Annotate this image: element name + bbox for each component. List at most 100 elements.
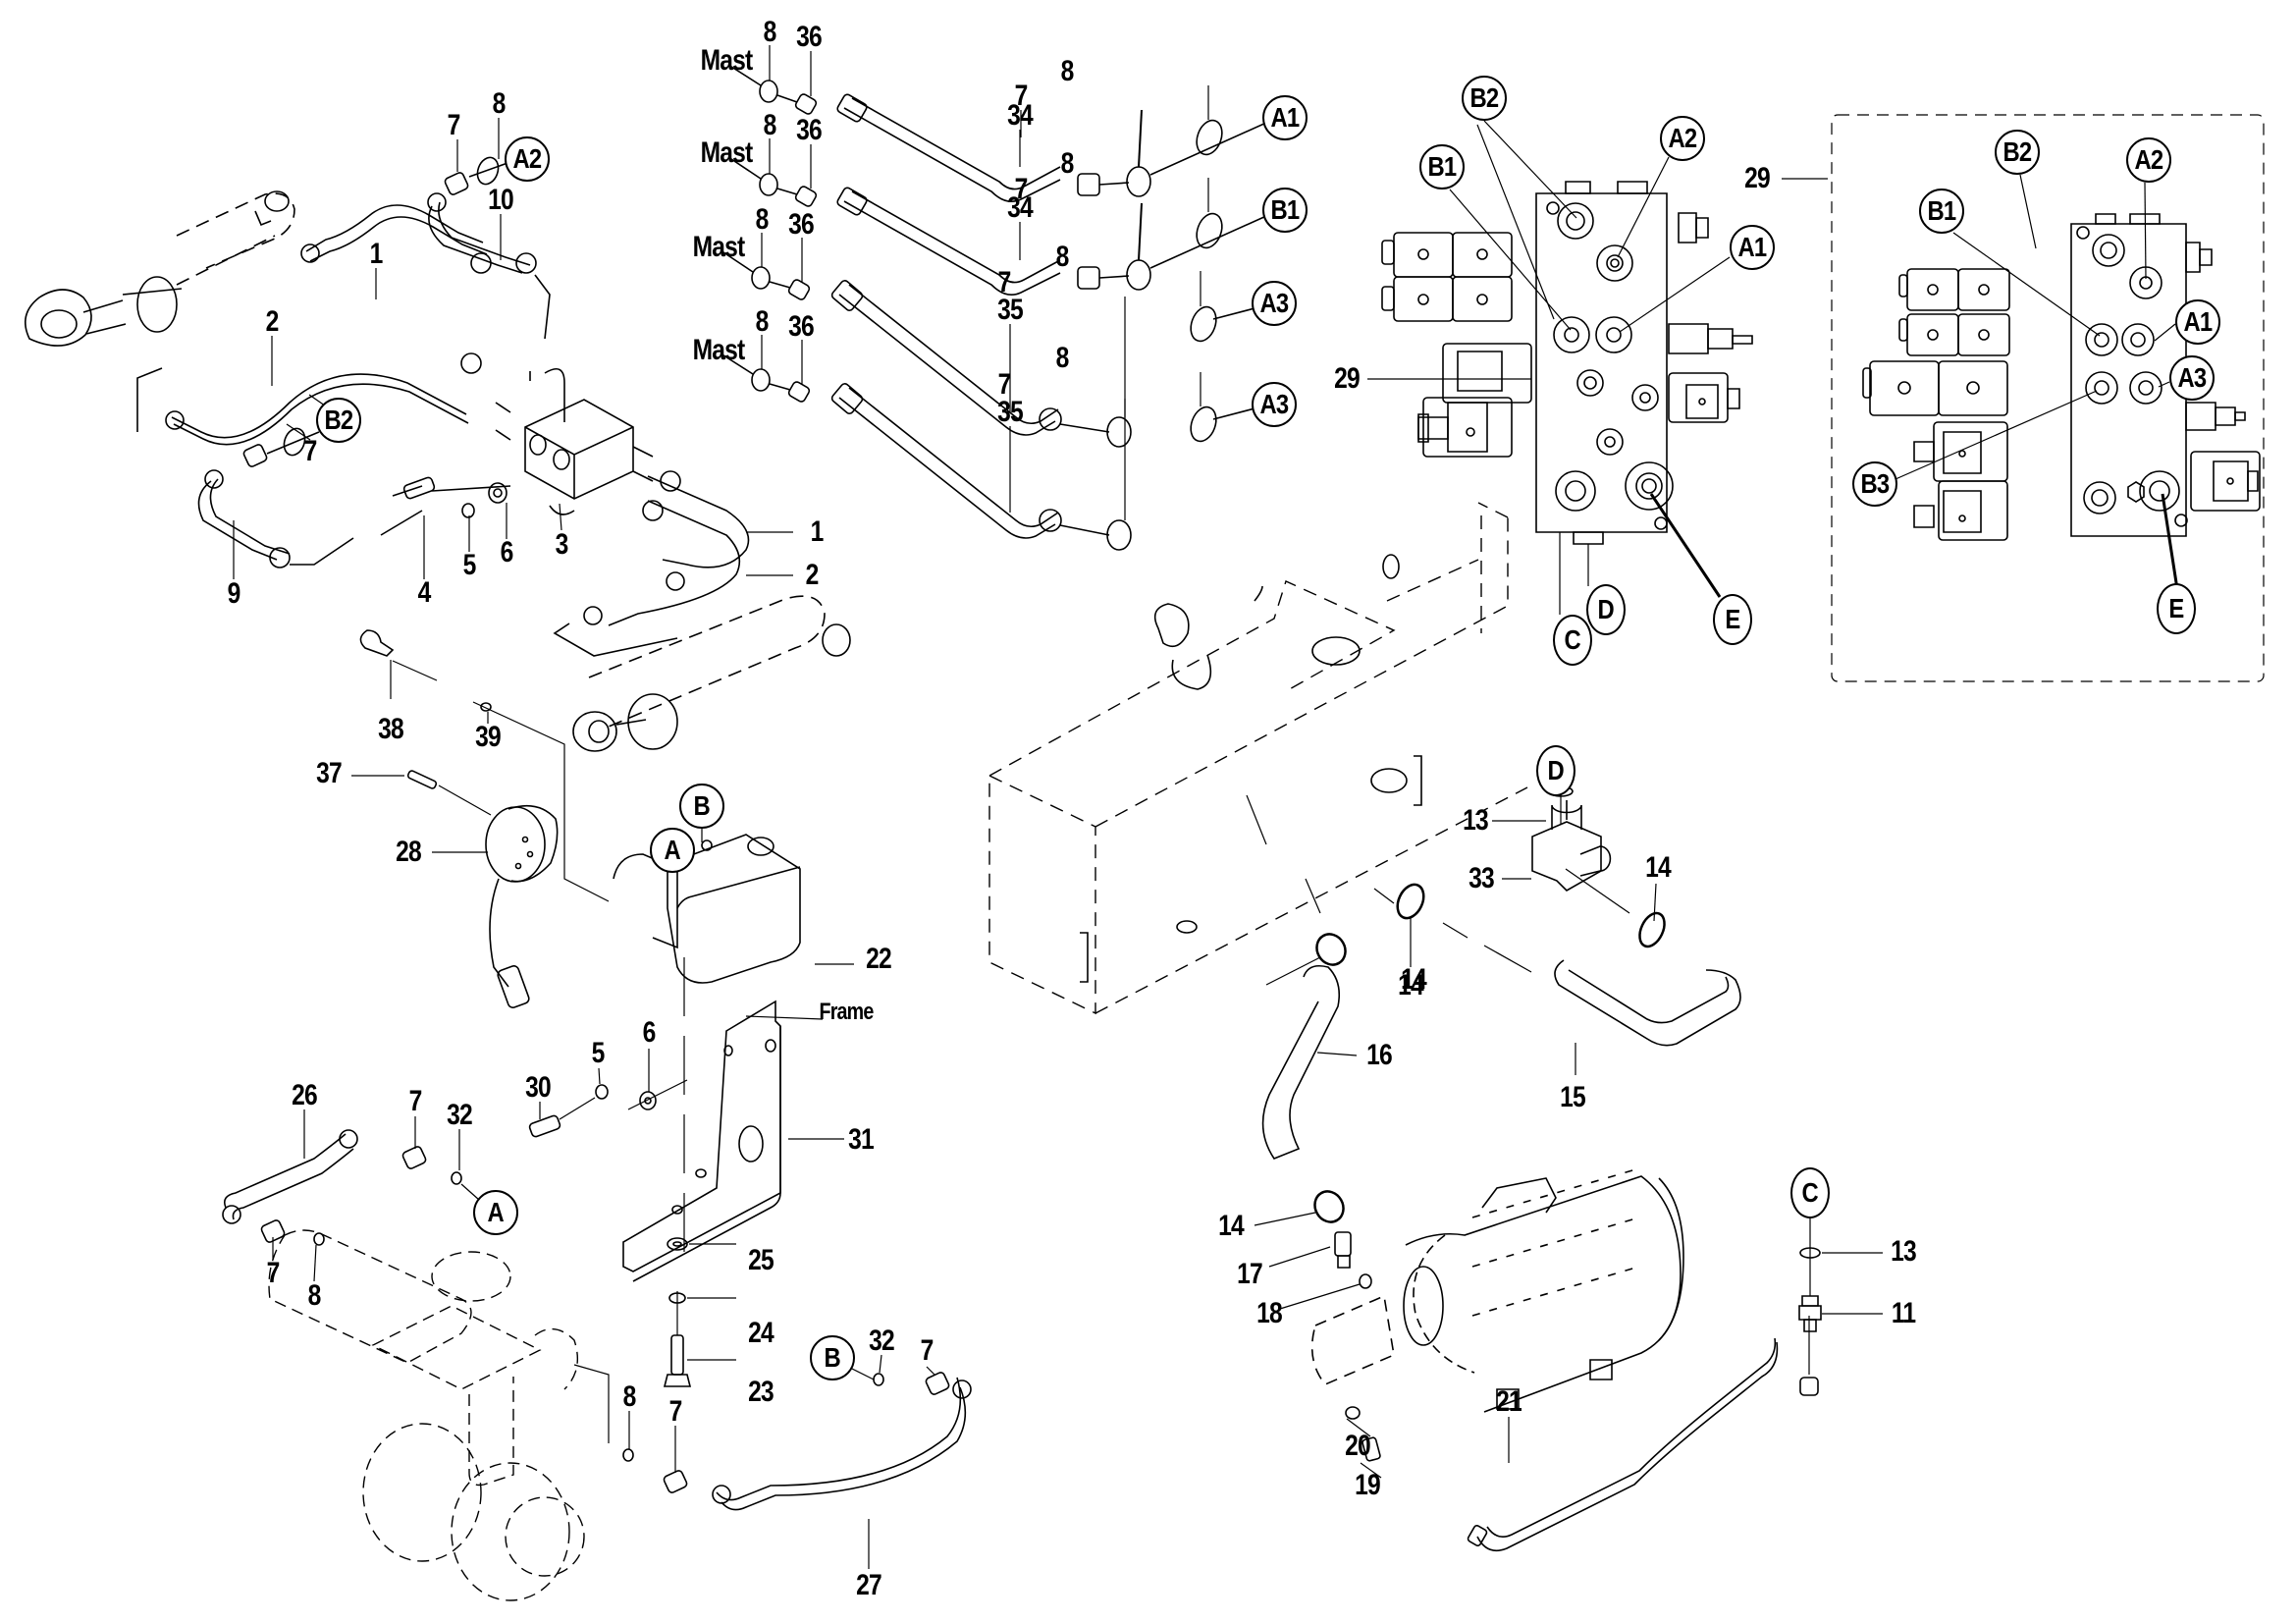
port-marker-text: D	[1597, 594, 1615, 624]
leader-lines-mast	[234, 45, 1828, 579]
part-number-callout: 4	[417, 576, 432, 609]
part-number-callout: 7	[266, 1257, 281, 1289]
part-number-callout: 14	[1645, 851, 1672, 884]
part-number-callout: 8	[622, 1380, 637, 1413]
port-marker-text: A1	[1737, 232, 1768, 262]
port-marker-text: E	[2168, 593, 2184, 623]
valve-block-29-main	[1382, 121, 1752, 615]
part-number-callout: 15	[1560, 1081, 1586, 1113]
port-marker-text: B3	[1860, 468, 1891, 499]
tilt-cylinder-right	[573, 596, 850, 751]
part-number-callout: 8	[492, 87, 507, 120]
part-number-callout: 35	[997, 396, 1024, 428]
part-number-callout: 33	[1468, 862, 1495, 894]
port-marker-text: B2	[1469, 82, 1500, 113]
part-number-callout: 32	[447, 1099, 473, 1131]
hose-9	[199, 470, 354, 568]
port-marker-c: C	[1553, 615, 1592, 666]
part-number-callout: 19	[1355, 1469, 1381, 1501]
sensor-28	[432, 806, 558, 1009]
fitting-7-top	[444, 154, 510, 195]
location-label: Frame	[819, 999, 875, 1025]
bracket-31	[623, 957, 844, 1281]
mast-hose-row-4	[721, 353, 1131, 550]
port-marker-d: D	[1586, 584, 1626, 635]
port-marker-text: A2	[512, 143, 543, 174]
mast-hose-row-2	[728, 157, 1266, 295]
port-marker-text: D	[1547, 755, 1565, 785]
part-number-callout: 2	[265, 305, 280, 338]
port-marker-text: B1	[1270, 194, 1301, 225]
part-number-callout: 34	[1007, 191, 1034, 224]
screws-37-38-39	[351, 630, 609, 901]
manifold-block-3	[496, 369, 653, 514]
hoses-1-2-right	[555, 471, 749, 656]
part-number-callout: 6	[500, 536, 514, 568]
part-number-callout: 27	[856, 1569, 882, 1601]
port-marker-b1: B1	[1919, 189, 1964, 234]
part-number-callout: 23	[748, 1376, 774, 1408]
part-number-callout: 26	[292, 1079, 318, 1111]
part-number-callout: 29	[1334, 362, 1361, 395]
leader-lines-valve-main	[1450, 121, 1730, 332]
tilt-cylinder-left	[26, 191, 294, 346]
port-marker-a2: A2	[2126, 137, 2171, 183]
part-number-callout: 8	[763, 16, 777, 48]
part-number-callout: 5	[462, 549, 477, 581]
port-marker-text: B1	[1427, 151, 1458, 182]
port-marker-d: D	[1536, 745, 1575, 796]
part-number-callout: 7	[447, 109, 461, 141]
location-label: Mast	[692, 334, 746, 366]
port-marker-text: A	[487, 1197, 505, 1227]
port-marker-text: E	[1725, 604, 1740, 634]
port-marker-text: B2	[324, 405, 354, 435]
part-number-callout: 8	[1060, 147, 1075, 180]
part-number-callout: 18	[1256, 1297, 1283, 1329]
part-number-callout: 1	[810, 515, 825, 548]
port-marker-text: A1	[1270, 102, 1301, 133]
part-number-callout: 29	[1744, 162, 1771, 194]
mast-hose-row-1	[728, 65, 1266, 201]
part-number-callout: 36	[788, 310, 815, 343]
part-number-callout: 38	[378, 713, 404, 745]
fitting-11-washer-13	[1799, 1217, 1883, 1331]
part-number-callout: 8	[307, 1279, 322, 1312]
hose-27	[574, 1355, 971, 1569]
port-marker-text: B2	[2002, 136, 2033, 167]
part-number-callout: 8	[755, 203, 770, 236]
mast-hose-row-3	[721, 250, 1131, 447]
port-marker-e: E	[2157, 583, 2196, 634]
port-marker-text: C	[1801, 1177, 1819, 1208]
hose-2	[137, 353, 481, 445]
part-number-callout: 28	[396, 836, 422, 868]
bolt-30-washers	[529, 1049, 687, 1138]
port-marker-text: A3	[1259, 288, 1290, 318]
hydraulic-tank	[989, 503, 1527, 1013]
part-number-callout: 8	[1055, 241, 1070, 273]
tank-fittings	[1080, 555, 1421, 982]
hose-1	[301, 205, 491, 273]
port-marker-a3: A3	[1252, 281, 1297, 326]
port-marker-text: A	[664, 835, 681, 865]
hose-clamps-14	[1309, 881, 1670, 1227]
port-marker-text: B	[824, 1342, 841, 1373]
part-number-callout: 36	[796, 21, 823, 53]
port-marker-text: A3	[1259, 389, 1290, 419]
part-number-callout: 1	[369, 238, 384, 270]
port-marker-a: A	[473, 1190, 518, 1235]
port-marker-text: A2	[1668, 123, 1698, 153]
part-number-callout: 35	[997, 294, 1024, 326]
part-number-callout: 14	[1401, 963, 1427, 996]
part-number-callout: 6	[642, 1016, 657, 1049]
port-marker-b2: B2	[1462, 76, 1507, 121]
port-marker-b1: B1	[1419, 144, 1465, 189]
part-number-callout: 14	[1398, 969, 1424, 1001]
port-marker-e: E	[1713, 594, 1752, 645]
location-label: Mast	[700, 136, 754, 169]
part-number-callout: 5	[591, 1037, 606, 1069]
part-number-callout: 8	[1055, 342, 1070, 374]
part-number-callout: 37	[316, 757, 343, 789]
port-marker-a1: A1	[2175, 299, 2220, 345]
part-number-callout: 7	[997, 368, 1012, 401]
hose-10	[428, 193, 550, 339]
